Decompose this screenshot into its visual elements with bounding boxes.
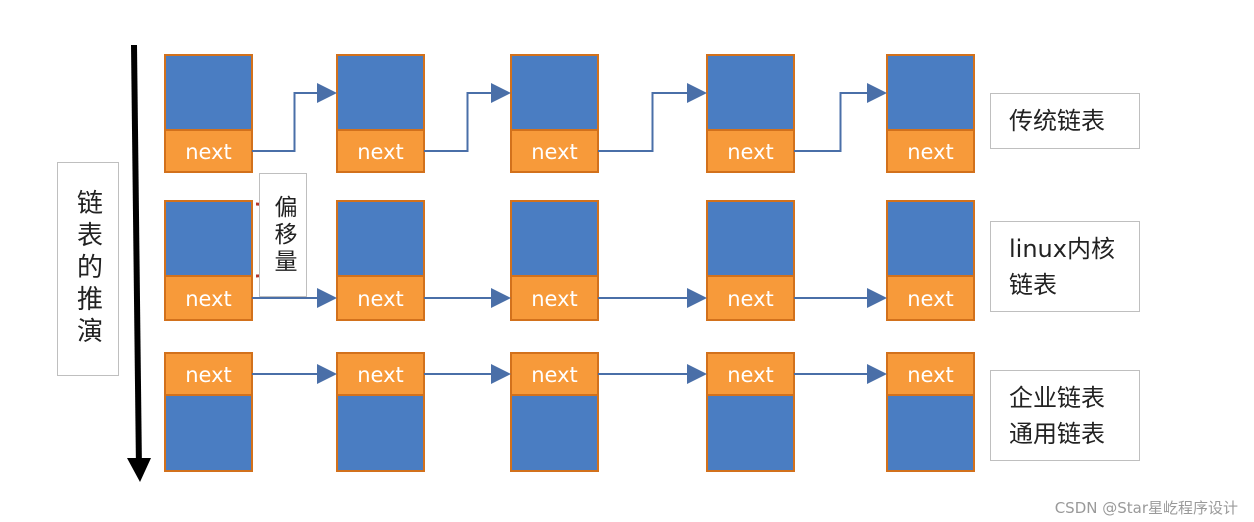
node-next-field bbox=[706, 352, 795, 396]
list-node: next bbox=[510, 54, 599, 173]
node-data-field bbox=[706, 54, 795, 131]
row-label-text: 传统链表 bbox=[1009, 107, 1105, 135]
node-next-field bbox=[336, 275, 425, 321]
row-label-enterprise: 企业链表 通用链表 bbox=[990, 370, 1140, 461]
next-label: next bbox=[185, 287, 232, 311]
row-label-traditional: 传统链表 bbox=[990, 93, 1140, 149]
list-node: next bbox=[336, 200, 425, 321]
nodes-layer: next next next next next next next next next next… bbox=[164, 54, 975, 472]
list-node: next bbox=[336, 352, 425, 472]
row-label-linux-kernel: linux内核 链表 bbox=[990, 221, 1140, 312]
next-label: next bbox=[357, 287, 404, 311]
node-data-field bbox=[164, 54, 253, 131]
list-node: next bbox=[510, 200, 599, 321]
next-pointer-arrow bbox=[598, 83, 707, 152]
node-next-field bbox=[510, 352, 599, 396]
next-label: next bbox=[907, 363, 954, 387]
list-node: next bbox=[706, 200, 795, 321]
next-label: next bbox=[357, 140, 404, 164]
progression-arrowhead bbox=[127, 458, 151, 482]
row-label-text: 企业链表 通用链表 bbox=[1009, 383, 1105, 448]
next-label: next bbox=[907, 140, 954, 164]
list-node: next bbox=[164, 352, 253, 472]
node-next-field bbox=[510, 129, 599, 173]
node-data-field bbox=[164, 394, 253, 472]
node-data-field bbox=[886, 200, 975, 277]
node-data-field bbox=[886, 54, 975, 131]
next-pointer-arrow bbox=[252, 83, 337, 152]
progression-arrow bbox=[131, 44, 142, 471]
list-node: next bbox=[706, 352, 795, 472]
next-label: next bbox=[185, 140, 232, 164]
list-node: next bbox=[510, 352, 599, 472]
next-label: next bbox=[531, 287, 578, 311]
list-node: next bbox=[706, 54, 795, 173]
list-node: next bbox=[886, 352, 975, 472]
next-pointer-arrow bbox=[794, 83, 887, 152]
offset-label-box: 偏移量 bbox=[259, 173, 307, 297]
node-data-field bbox=[886, 394, 975, 472]
node-data-field bbox=[706, 200, 795, 277]
node-data-field bbox=[510, 394, 599, 472]
next-label: next bbox=[727, 363, 774, 387]
list-node: next bbox=[164, 200, 253, 321]
watermark: CSDN @Star星屹程序设计 bbox=[1054, 499, 1238, 517]
list-node: next bbox=[886, 200, 975, 321]
node-next-field bbox=[886, 275, 975, 321]
node-data-field bbox=[510, 200, 599, 277]
row-label-text: linux内核 链表 bbox=[1009, 234, 1115, 299]
next-label: next bbox=[727, 287, 774, 311]
node-data-field bbox=[164, 200, 253, 277]
list-node: next bbox=[336, 54, 425, 173]
next-label: next bbox=[907, 287, 954, 311]
next-pointer-arrow bbox=[424, 83, 511, 152]
next-label: next bbox=[357, 363, 404, 387]
node-next-field bbox=[886, 352, 975, 396]
node-data-field bbox=[336, 394, 425, 472]
node-data-field bbox=[336, 200, 425, 277]
offset-label: 偏移量 bbox=[270, 194, 296, 276]
node-data-field bbox=[706, 394, 795, 472]
next-label: next bbox=[531, 363, 578, 387]
node-data-field bbox=[336, 54, 425, 131]
node-data-field bbox=[510, 54, 599, 131]
inference-label-box: 链表的推演 bbox=[57, 162, 119, 376]
next-label: next bbox=[185, 363, 232, 387]
inference-label: 链表的推演 bbox=[72, 189, 103, 349]
node-next-field bbox=[886, 129, 975, 173]
next-label: next bbox=[531, 140, 578, 164]
node-next-field bbox=[164, 275, 253, 321]
node-next-field bbox=[706, 275, 795, 321]
next-label: next bbox=[727, 140, 774, 164]
list-node: next bbox=[886, 54, 975, 173]
list-node: next bbox=[164, 54, 253, 173]
